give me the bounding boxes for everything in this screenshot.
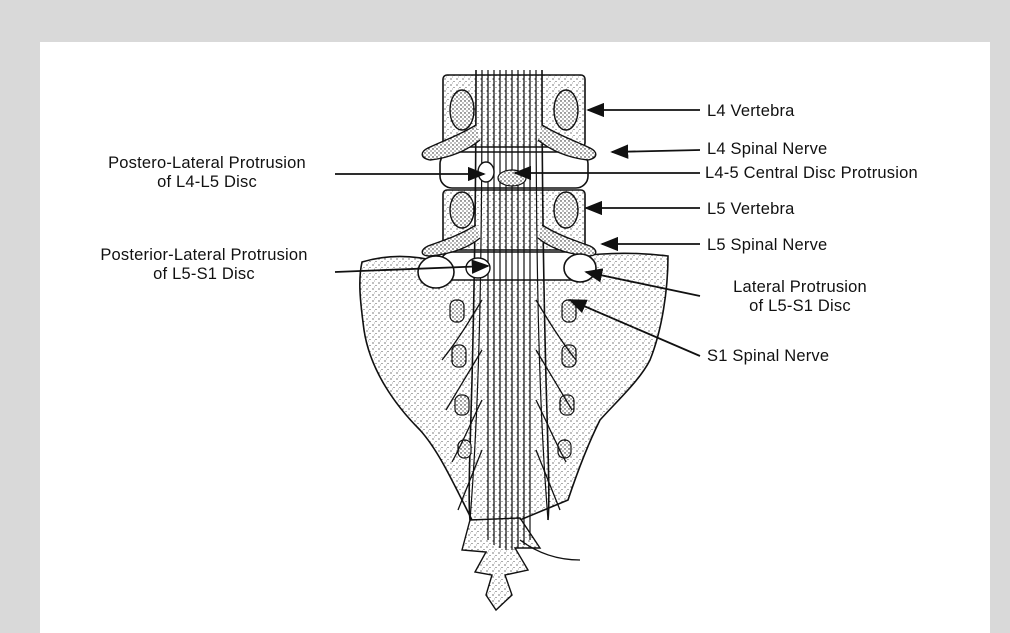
label-posterior-lateral-line2: of L5-S1 Disc bbox=[70, 265, 338, 284]
label-l4-spinal-nerve: L4 Spinal Nerve bbox=[707, 140, 827, 159]
label-lateral-protrusion-l5s1: Lateral Protrusion of L5-S1 Disc bbox=[712, 278, 888, 316]
label-s1-spinal-nerve: S1 Spinal Nerve bbox=[707, 347, 829, 366]
label-l45-central-disc-protrusion: L4-5 Central Disc Protrusion bbox=[705, 164, 918, 183]
label-lateral-line2: of L5-S1 Disc bbox=[712, 297, 888, 316]
label-posterior-lateral-line1: Posterior-Lateral Protrusion bbox=[70, 246, 338, 265]
sacrum bbox=[360, 253, 668, 520]
label-l4-vertebra: L4 Vertebra bbox=[707, 102, 795, 121]
coccyx bbox=[462, 518, 540, 610]
label-posterior-lateral-protrusion-l5s1: Posterior-Lateral Protrusion of L5-S1 Di… bbox=[70, 246, 338, 284]
label-lateral-line1: Lateral Protrusion bbox=[712, 278, 888, 297]
label-postero-lateral-line2: of L4-L5 Disc bbox=[82, 173, 332, 192]
label-l5-spinal-nerve: L5 Spinal Nerve bbox=[707, 236, 827, 255]
label-l5-vertebra: L5 Vertebra bbox=[707, 200, 795, 219]
label-postero-lateral-line1: Postero-Lateral Protrusion bbox=[82, 154, 332, 173]
label-postero-lateral-protrusion-l4l5: Postero-Lateral Protrusion of L4-L5 Disc bbox=[82, 154, 332, 192]
